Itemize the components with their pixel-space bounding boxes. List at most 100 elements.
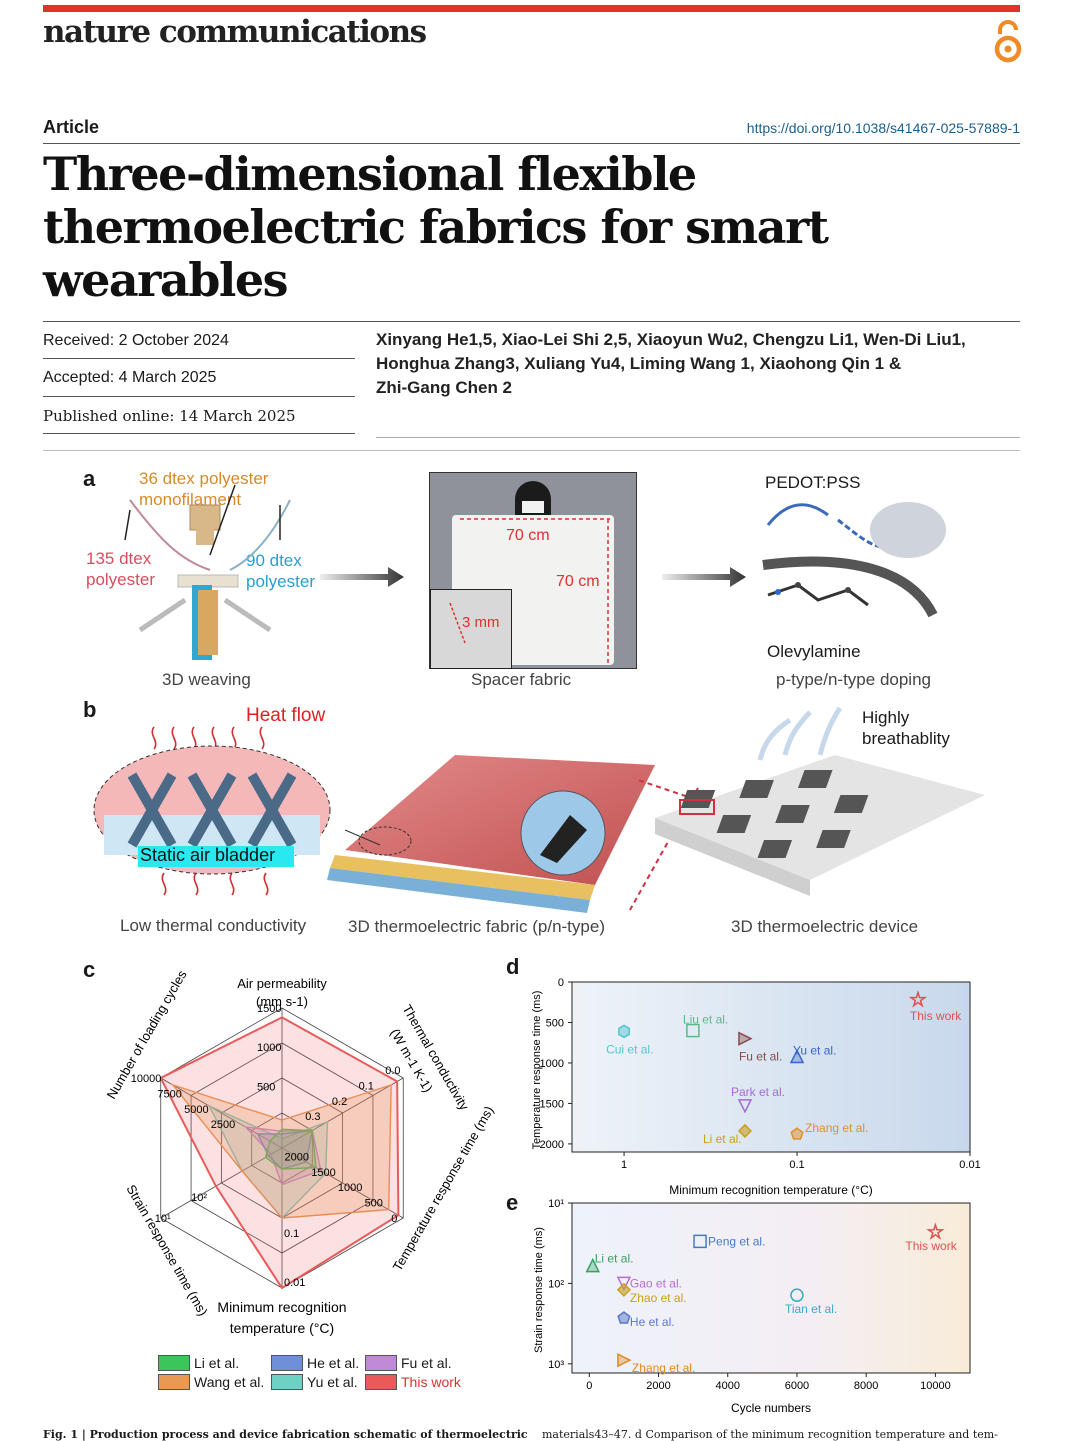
radar-ticks: 150010005000.00.10.20.305001000150020000… — [131, 1003, 401, 1289]
author-line: Xinyang He1,5, Xiao-Lei Shi 2,5, Xiaoyun… — [376, 330, 966, 349]
radar-series-polygon — [159, 1016, 400, 1290]
label-olevylamine: Olevylamine — [767, 642, 861, 661]
dimension-lines — [449, 518, 610, 663]
weaving-illustration — [124, 484, 291, 660]
data-point-label: Fu et al. — [739, 1050, 782, 1064]
data-point-marker — [686, 1023, 700, 1038]
data-point-label: Zhao et al. — [630, 1291, 687, 1305]
tick-label: 0.1 — [359, 1080, 374, 1092]
author-line: Honghua Zhang3, Xuliang Yu4, Liming Wang… — [376, 354, 902, 373]
data-point-label: This work — [910, 1009, 962, 1023]
legend-swatch — [158, 1374, 190, 1390]
tick-label: 10¹ — [155, 1213, 171, 1225]
data-point-marker — [617, 1311, 631, 1324]
label-monofilament: 36 dtex polyester monofilament — [139, 469, 269, 509]
data-point-marker — [789, 1048, 805, 1064]
divider — [43, 396, 355, 397]
thermoelectric-fabric-illustration — [327, 755, 655, 913]
axis-air: Air permeability — [237, 976, 327, 991]
data-point-marker — [617, 1352, 632, 1368]
doi-link[interactable]: https://doi.org/10.1038/s41467-025-57889… — [746, 120, 1020, 136]
legend-label: He et al. — [307, 1355, 360, 1371]
tick-label: 10000 — [920, 1380, 951, 1392]
data-point-label: Yu et al. — [793, 1043, 836, 1057]
data-points: Li et al.Peng et al.Gao et al.Zhao et al… — [585, 1222, 958, 1375]
axis-temp-resp: Temperature response time (ms) — [390, 1103, 497, 1273]
data-point-marker — [618, 1024, 631, 1039]
x-axis-label: Cycle numbers — [731, 1401, 811, 1415]
data-point-label: Tian et al. — [785, 1302, 837, 1316]
data-point-marker — [616, 1276, 632, 1292]
radar-series — [159, 1016, 400, 1290]
journal-name: nature communications — [43, 14, 427, 50]
face-mask — [522, 501, 544, 513]
tick-label: 0 — [391, 1213, 397, 1225]
caption-left-text: Fig. 1 | Production process and device f… — [43, 1428, 528, 1441]
data-point-label: Zhang et al. — [632, 1361, 695, 1375]
panel-letter-b: b — [83, 697, 97, 722]
legend-swatch — [365, 1374, 397, 1390]
axis-air-unit: (mm s-1) — [256, 994, 308, 1009]
divider — [43, 433, 355, 434]
radar-spoke — [160, 1147, 283, 1219]
arrow-right-icon — [662, 567, 746, 587]
air-bladder-illustration — [93, 726, 331, 896]
thermoelectric-device-illustration — [629, 706, 985, 911]
label-height: 70 cm — [556, 573, 600, 590]
data-point-marker — [737, 1099, 753, 1114]
panel-letter-a: a — [83, 466, 96, 491]
tick-label: 0.01 — [959, 1159, 980, 1171]
figure-caption-right: materials43–47. d Comparison of the mini… — [542, 1428, 998, 1441]
tick-label: 1500 — [540, 1098, 564, 1110]
panel-letter-d: d — [506, 954, 520, 979]
data-points: Cui et al.Liu et al.Fu et al.Yu et al.Pa… — [606, 990, 962, 1146]
article-title: Three-dimensional flexible thermoelectri… — [43, 147, 829, 307]
author-line: Zhi-Gang Chen 2 — [376, 378, 512, 397]
data-point-label: Peng et al. — [708, 1234, 765, 1248]
tick-label: 6000 — [785, 1380, 809, 1392]
tick-label: 0.01 — [284, 1277, 305, 1289]
tick-label: 10¹ — [548, 1198, 564, 1210]
radar-spoke — [281, 1147, 404, 1219]
data-point-label: Li et al. — [703, 1132, 742, 1146]
data-point-label: Cui et al. — [606, 1042, 653, 1056]
data-point-label: Liu et al. — [683, 1013, 728, 1027]
tick-label: 0.2 — [332, 1096, 347, 1108]
legend-label: Wang et al. — [194, 1374, 265, 1390]
legend-item: He et al. — [271, 1355, 359, 1371]
figure-caption-left: Fig. 1 | Production process and device f… — [43, 1428, 528, 1441]
legend-item: This work — [365, 1374, 461, 1390]
data-point-label: He et al. — [630, 1315, 675, 1329]
data-point-marker — [616, 1282, 631, 1297]
tick-label: 8000 — [854, 1380, 878, 1392]
tick-label: 1500 — [311, 1167, 335, 1179]
tick-label: 1000 — [338, 1182, 362, 1194]
data-point-label: Li et al. — [595, 1252, 634, 1266]
published-date: Published online: 14 March 2025 — [43, 407, 296, 425]
panel-letter-e: e — [506, 1190, 519, 1215]
tick-label: 1 — [621, 1159, 627, 1171]
author-list: Xinyang He1,5, Xiao-Lei Shi 2,5, Xiaoyun… — [376, 328, 996, 400]
label-static-air: Static air bladder — [140, 845, 276, 865]
legend-label: Fu et al. — [401, 1355, 452, 1371]
tick-label: 2000 — [540, 1139, 564, 1151]
data-point-marker — [926, 1222, 945, 1240]
radar-chart: Air permeability (mm s-1) Thermal conduc… — [104, 970, 497, 1336]
tick-label: 10³ — [548, 1359, 564, 1371]
legend-item: Li et al. — [158, 1355, 239, 1371]
axis-min-rec-2: temperature (°C) — [230, 1320, 334, 1336]
data-point-marker — [693, 1234, 707, 1249]
caption-te-fabric: 3D thermoelectric fabric (p/n-type) — [348, 917, 605, 936]
label-pedot-pss: PEDOT:PSS — [765, 473, 861, 492]
data-point-label: Zhang et al. — [805, 1121, 868, 1135]
label-breathability: Highly breathablity — [862, 708, 950, 748]
tick-label: 2500 — [211, 1119, 235, 1131]
tick-label: 7500 — [157, 1088, 181, 1100]
tick-label: 0.3 — [305, 1111, 320, 1123]
tick-label: 10000 — [131, 1073, 162, 1085]
label-thickness: 3 mm — [462, 614, 500, 631]
tick-label: 5000 — [184, 1104, 208, 1116]
data-point-marker — [908, 990, 928, 1008]
legend-label: This work — [401, 1374, 461, 1390]
